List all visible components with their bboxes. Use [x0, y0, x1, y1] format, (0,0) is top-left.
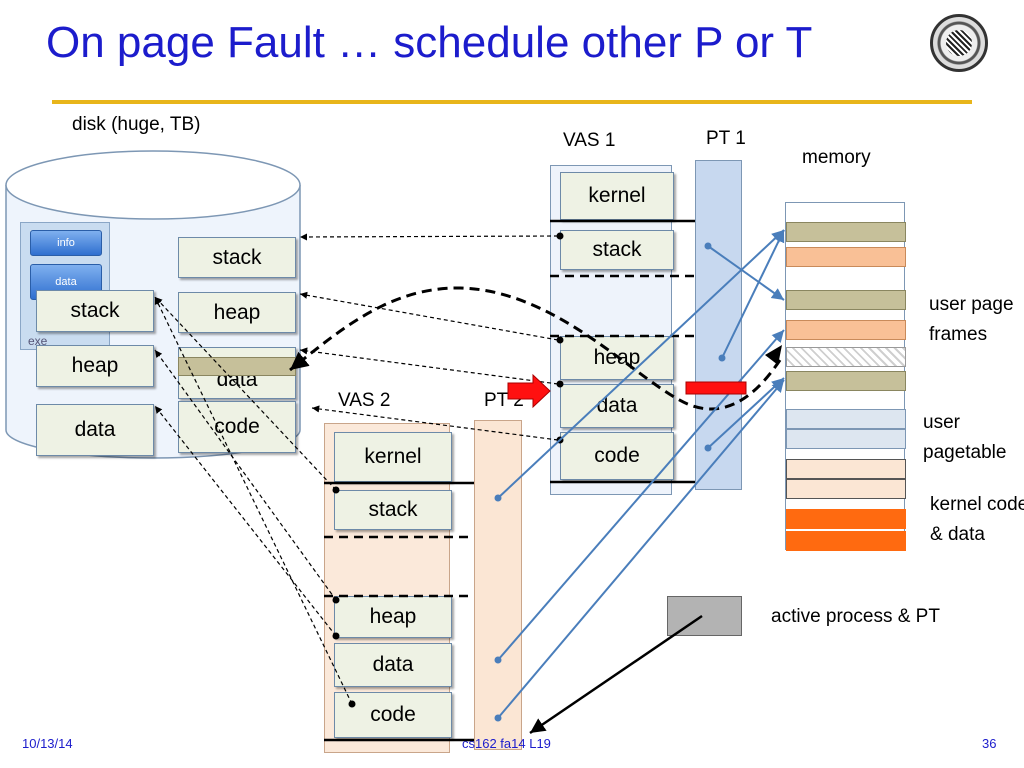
university-seal-icon [930, 14, 988, 72]
vas1-stack: stack [560, 230, 674, 270]
memory-pagetable [786, 429, 906, 449]
memory-frame [786, 247, 906, 267]
memory-frame [786, 371, 906, 391]
vas2-label: VAS 2 [338, 390, 391, 411]
disk-right-stack: stack [178, 237, 296, 278]
footer-page: 36 [982, 736, 997, 751]
memory-frame [786, 290, 906, 310]
page-title: On page Fault … schedule other P or T [46, 18, 813, 67]
vas2-code: code [334, 692, 452, 738]
exe-info: info [30, 230, 102, 256]
user-page-frames-label: user page frames [929, 294, 1014, 345]
vas2-stack: stack [334, 490, 452, 530]
kernel-code-data-label: kernel code & data [930, 494, 1024, 545]
disk-left-stack: stack [36, 290, 154, 332]
footer-course: cs162 fa14 L19 [462, 736, 551, 751]
disk-right-code: code [178, 401, 296, 453]
vas2-data: data [334, 643, 452, 687]
memory-frame-free [786, 347, 906, 367]
vas2-kernel: kernel [334, 432, 452, 482]
memory-frame [786, 320, 906, 340]
memory-pagetable [786, 479, 906, 499]
disk-left-heap: heap [36, 345, 154, 387]
disk-right-heap: heap [178, 292, 296, 333]
vas1-heap: heap [560, 336, 674, 380]
memory-pagetable [786, 409, 906, 429]
memory-frame [786, 222, 906, 242]
footer-date: 10/13/14 [22, 736, 73, 751]
vas1-label: VAS 1 [563, 130, 616, 151]
title-divider [52, 100, 972, 104]
disk-data-loaded-frame [178, 357, 296, 376]
pt2-label: PT 2 [484, 390, 524, 411]
pt1-label: PT 1 [706, 128, 746, 149]
pt2-column [474, 420, 522, 750]
disk-label: disk (huge, TB) [72, 114, 201, 135]
memory-kernel [786, 509, 906, 529]
memory-label: memory [802, 147, 871, 168]
active-process-swatch [667, 596, 742, 636]
memory-pagetable [786, 459, 906, 479]
active-process-label: active process & PT [771, 606, 940, 627]
vas1-kernel: kernel [560, 172, 674, 220]
pt1-column [695, 160, 742, 490]
vas1-data: data [560, 384, 674, 428]
disk-left-data: data [36, 404, 154, 456]
memory-kernel [786, 531, 906, 551]
exe-label: exe [28, 334, 48, 348]
vas2-heap: heap [334, 596, 452, 638]
user-pagetable-label: user pagetable [923, 412, 1007, 463]
vas1-code: code [560, 432, 674, 480]
